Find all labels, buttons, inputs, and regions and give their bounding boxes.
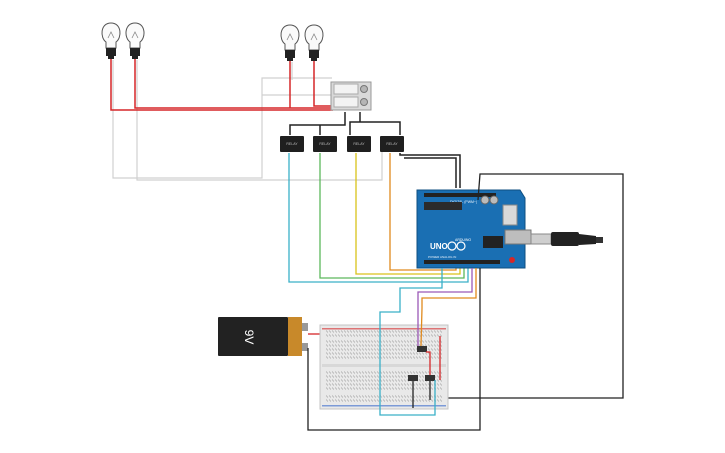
relay-2-label: RELAY	[319, 142, 331, 146]
arduino-brand: UNO	[430, 242, 448, 251]
pushbutton-2[interactable]	[408, 375, 418, 381]
switch-panel[interactable]	[330, 81, 372, 111]
relay-bus-wires	[289, 112, 401, 135]
relay-3-label: RELAY	[353, 142, 365, 146]
battery-9v[interactable]: 9V	[218, 317, 308, 356]
relay-2[interactable]: RELAY	[313, 136, 337, 152]
usb-port	[504, 229, 532, 245]
switch-button-1	[360, 85, 368, 93]
relay-4-label: RELAY	[386, 142, 398, 146]
breadboard[interactable]	[319, 324, 449, 410]
breadboard-holes	[325, 330, 443, 402]
relay-power-wires	[399, 153, 461, 188]
grey-wires	[112, 60, 383, 181]
switch-button-2	[360, 98, 368, 106]
pushbutton-3[interactable]	[425, 375, 435, 381]
red-wires	[110, 59, 333, 111]
analog-header	[424, 260, 500, 264]
relay-1[interactable]: RELAY	[280, 136, 304, 152]
ground-loop-wire	[447, 173, 624, 399]
breadboard-wires	[379, 268, 477, 416]
power-jack	[483, 236, 503, 248]
bulb-4[interactable]	[304, 24, 324, 61]
relay-1-label: RELAY	[286, 142, 298, 146]
digital-header	[424, 193, 496, 197]
analog-header-label: POWER ANALOG IN	[428, 255, 456, 259]
bulb-1[interactable]	[101, 22, 121, 59]
relay-4[interactable]: RELAY	[380, 136, 404, 152]
digital-header-label: DIGITAL (PWM~)	[450, 200, 477, 204]
bulb-3[interactable]	[280, 24, 300, 61]
reset-button	[509, 257, 515, 263]
arduino-uno[interactable]: DIGITAL (PWM~) UNO ARDUINO POWER ANALOG …	[416, 189, 532, 269]
mcu-chip	[424, 202, 462, 210]
usb-cable[interactable]	[530, 232, 603, 246]
battery-label: 9V	[242, 330, 256, 345]
pushbutton-1[interactable]	[417, 346, 427, 352]
relay-3[interactable]: RELAY	[347, 136, 371, 152]
bulb-2[interactable]	[125, 22, 145, 59]
arduino-logo-text: ARDUINO	[455, 238, 471, 242]
signal-wires	[288, 153, 469, 283]
